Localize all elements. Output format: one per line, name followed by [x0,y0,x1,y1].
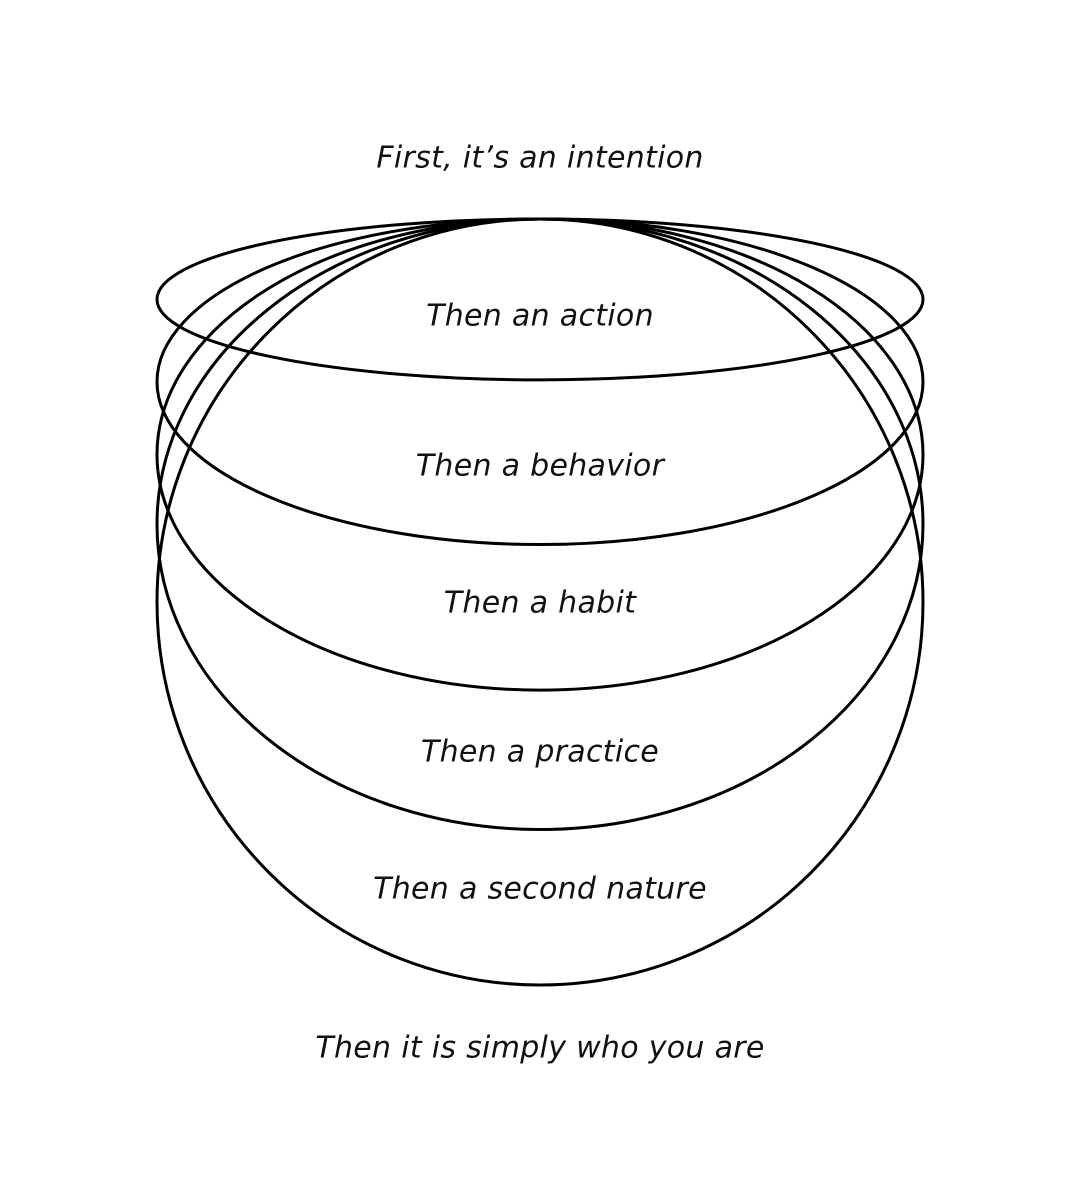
intention-label: First, it’s an intention [376,140,704,176]
stage-label-habit: Then a habit [443,585,637,621]
ellipse-group [155,217,925,987]
ellipse-behavior [155,217,925,547]
stage-label-practice: Then a practice [420,734,660,770]
ellipse-second-nature [155,217,925,987]
stage-label-second-nature: Then a second nature [373,871,707,907]
footer-label: Then it is simply who you are [315,1030,765,1066]
stage-label-behavior: Then a behavior [415,448,665,484]
stage-label-action: Then an action [426,298,654,334]
